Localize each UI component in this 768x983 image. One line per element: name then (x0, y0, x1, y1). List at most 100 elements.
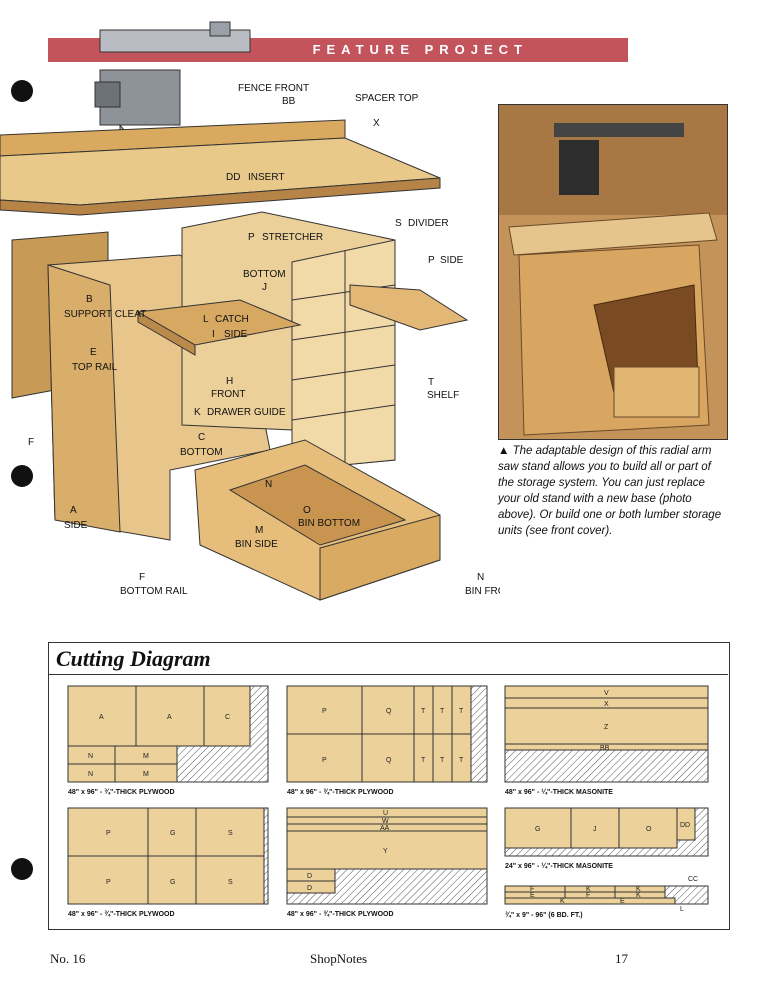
part-label: T (440, 757, 445, 764)
sheet-1: A A C N M N M 48" x 96" - ¾"-THICK PLYWO… (67, 685, 269, 796)
letter-bottom-j: J (262, 282, 267, 293)
part-label: F (586, 892, 590, 899)
label-bottom-c: BOTTOM (180, 447, 223, 458)
label-front-h: FRONT (211, 389, 245, 400)
cutting-diagram-title: Cutting Diagram (56, 646, 211, 671)
label-stretcher: STRETCHER (262, 232, 323, 243)
letter-shelf: T (428, 377, 434, 388)
label-drawer-guide: DRAWER GUIDE (207, 407, 286, 418)
label-top-rail: TOP RAIL (72, 362, 118, 373)
part-label: U (383, 810, 388, 817)
label-support-cleat: SUPPORT CLEAT (64, 309, 146, 320)
letter-side-right: P (428, 255, 435, 266)
label-divider: DIVIDER (408, 218, 449, 229)
part-label: T (459, 757, 464, 764)
letter-bin-n: N (265, 479, 272, 490)
page-number: 17 (615, 951, 628, 966)
part-label: C (225, 714, 230, 721)
part-label: Q (386, 708, 392, 715)
part-label: D (307, 885, 312, 892)
sheet-caption: 48" x 96" - ¾"-THICK PLYWOOD (68, 788, 175, 796)
part-label: F (530, 886, 534, 893)
label-side-i: SIDE (224, 329, 248, 340)
label-spacer-top: SPACER TOP (355, 93, 419, 104)
part-label: E (620, 898, 625, 905)
part-label: CC (688, 876, 698, 883)
part-label: K (586, 886, 591, 893)
letter-stretcher: P (248, 232, 255, 243)
part-label: T (421, 708, 426, 715)
part-label: A (99, 714, 104, 721)
letter-bin-side: M (255, 525, 263, 536)
part-label: A (167, 714, 172, 721)
part-label: G (535, 826, 540, 833)
cutting-diagram-divider (48, 674, 728, 675)
part-label: P (106, 830, 111, 837)
label-side-a: SIDE (64, 520, 88, 531)
part-label: T (421, 757, 426, 764)
stand-photo (498, 104, 728, 440)
sheet-caption: 48" x 96" - ¼"-THICK MASONITE (505, 788, 613, 796)
part-label: N (88, 771, 93, 778)
binder-hole-top (11, 80, 33, 102)
letter-insert: DD (226, 172, 240, 183)
letter-side-i: I (212, 329, 215, 340)
part-label: V (604, 690, 609, 697)
letter-side-a: A (70, 505, 77, 516)
part-label: O (646, 826, 652, 833)
sheet-7: CC F K K E F K K E L ¾" x 9" - 96" (6 BD… (504, 876, 709, 919)
letter-support-cleat: B (86, 294, 93, 305)
sheet-caption: 48" x 96" - ¾"-THICK PLYWOOD (287, 910, 394, 918)
sheet-4: P G S P G S 48" x 96" - ¾"-THICK PLYWOOD (67, 807, 269, 918)
part-label: G (170, 830, 175, 837)
part-label: S (228, 879, 233, 886)
sheet-caption: 24" x 96" - ¼"-THICK MASONITE (505, 862, 613, 870)
part-label: X (604, 701, 609, 708)
letter-divider: S (395, 218, 402, 229)
part-label: M (143, 753, 149, 760)
label-insert: INSERT (248, 172, 285, 183)
sheet-5: U W AA Y D D 48" x 96" - ¾"-THICK PLYWOO… (286, 807, 488, 918)
caption-marker: ▲ (498, 445, 510, 457)
banner-title: FEATURE PROJECT (312, 42, 528, 57)
letter-fence-front: BB (282, 96, 296, 107)
part-label: T (459, 708, 464, 715)
part-label: P (106, 879, 111, 886)
part-label: Q (386, 757, 392, 764)
part-label: J (593, 826, 597, 833)
part-label: K (560, 898, 565, 905)
part-label: W (382, 818, 389, 825)
part-label: K (636, 892, 641, 899)
part-label: G (170, 879, 175, 886)
part-label: Z (604, 724, 609, 731)
part-label: P (322, 708, 327, 715)
letter-top-rail: E (90, 347, 97, 358)
label-bottom-rail: BOTTOM RAIL (120, 586, 188, 597)
sheet-3: V X Z BB 48" x 96" - ¼"-THICK MASONITE (504, 685, 709, 796)
letter-bottom-c: C (198, 432, 205, 443)
label-side-right: SIDE (440, 255, 464, 266)
photo-caption: ▲ The adaptable design of this radial ar… (498, 443, 730, 539)
letter-bin-front: N (477, 572, 484, 583)
part-label: M (143, 771, 149, 778)
sheet-caption: 48" x 96" - ¾"-THICK PLYWOOD (68, 910, 175, 918)
sheet-2: P Q T T T P Q T T T 48" x 96" - ¾"-THICK… (286, 685, 488, 796)
label-bottom-j: BOTTOM (243, 269, 286, 280)
part-label: P (322, 757, 327, 764)
part-label: D (307, 873, 312, 880)
part-label: N (88, 753, 93, 760)
part-label: K (636, 886, 641, 893)
sheet-6: G J O DD 24" x 96" - ¼"-THICK MASONITE (504, 807, 709, 870)
part-label: T (440, 708, 445, 715)
letter-bottom-rail: F (139, 572, 145, 583)
letter-catch: L (203, 314, 209, 325)
label-bin-bottom: BIN BOTTOM (298, 518, 360, 529)
letter-drawer-guide: K (194, 407, 201, 418)
part-label: S (228, 830, 233, 837)
label-catch: CATCH (215, 314, 249, 325)
sheet-caption: ¾" x 9" - 96" (6 BD. FT.) (505, 911, 583, 919)
sheet-caption: 48" x 96" - ¾"-THICK PLYWOOD (287, 788, 394, 796)
part-label: Y (383, 848, 388, 855)
caption-text: The adaptable design of this radial arm … (498, 445, 722, 537)
